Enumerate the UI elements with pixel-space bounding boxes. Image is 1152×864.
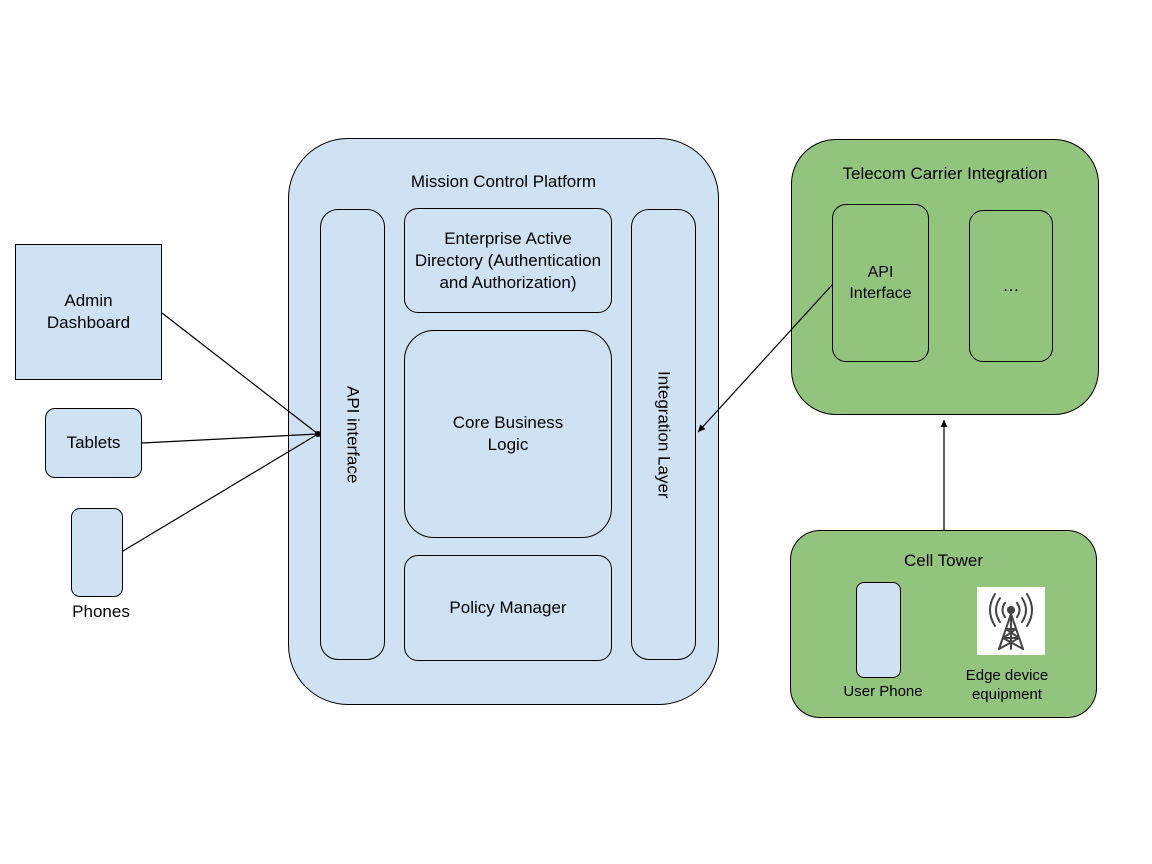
phones-label: Phones	[72, 602, 130, 621]
core-business-logic-label: Core Business Logic	[452, 413, 564, 454]
phones-to-api-connector	[122, 433, 319, 552]
active-directory-label: Enterprise Active Directory (Authenticat…	[414, 228, 602, 292]
integration-layer-label: Integration Layer	[654, 370, 674, 499]
cell-tower-box	[790, 530, 1097, 718]
api-interface-label: API interface	[343, 385, 363, 484]
telecom-api-to-integration-connector	[697, 284, 833, 433]
telecom-title: Telecom Carrier Integration	[842, 164, 1048, 183]
telecom-more-box: …	[969, 210, 1053, 362]
cell-tower-antenna-icon	[977, 587, 1045, 655]
api-interface-column: API interface	[320, 209, 385, 660]
integration-layer-column: Integration Layer	[631, 209, 696, 660]
telecom-more-label: …	[1002, 276, 1020, 295]
tablets-to-api-connector	[141, 433, 319, 444]
policy-manager-box: Policy Manager	[404, 555, 612, 661]
active-directory-box: Enterprise Active Directory (Authenticat…	[404, 208, 612, 313]
api-junction-dot	[315, 431, 321, 437]
admin-dashboard-box: Admin Dashboard	[15, 244, 162, 380]
phones-box	[71, 508, 123, 597]
core-business-logic-box: Core Business Logic	[404, 330, 612, 538]
tablets-box: Tablets	[45, 408, 142, 478]
user-phone-label: User Phone	[843, 683, 923, 700]
mission-control-title: Mission Control Platform	[410, 172, 597, 191]
cell-tower-title: Cell Tower	[903, 551, 984, 570]
edge-device-label: Edge device equipment	[965, 667, 1049, 703]
user-phone-box	[856, 582, 901, 678]
admin-to-api-connector	[161, 312, 319, 435]
policy-manager-label: Policy Manager	[449, 598, 567, 617]
tablets-label: Tablets	[66, 433, 121, 452]
telecom-api-interface-label: API Interface	[849, 264, 912, 302]
admin-dashboard-label: Admin Dashboard	[46, 291, 131, 332]
telecom-api-interface-box: API Interface	[832, 204, 929, 362]
